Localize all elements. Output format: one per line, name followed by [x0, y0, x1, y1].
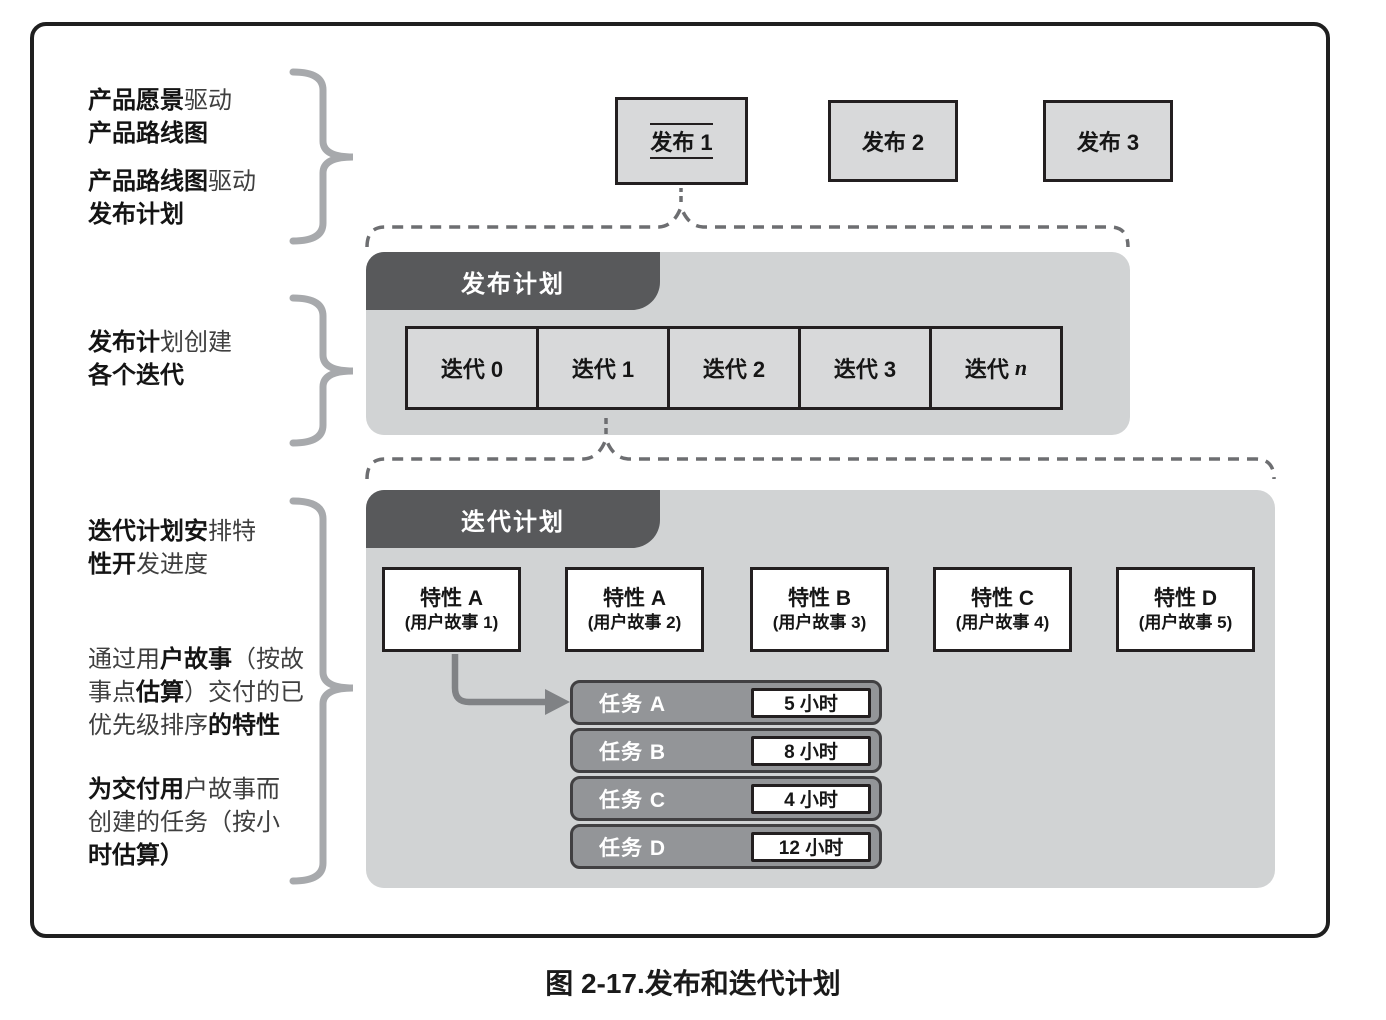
task-hours-box: 8 小时	[751, 735, 871, 766]
feature-box-3: 特性 B (用户故事 3)	[750, 567, 889, 652]
annotation-tasks: 为交付用户故事而 创建的任务（按小 时估算）	[88, 776, 280, 869]
release-box-1: 发布 1	[615, 97, 748, 185]
annotation-release-plan: 发布计划创建 各个迭代	[88, 329, 232, 389]
task-stack: 任务 A 5 小时 任务 B 8 小时 任务 C 4 小时 任务 D 12 小时	[570, 680, 882, 872]
release-label: 发布 1	[650, 130, 713, 155]
release-1-label-slice: 发布 1	[650, 123, 713, 159]
figure-caption: 图 2-17.发布和迭代计划	[545, 968, 841, 999]
feature-box-5: 特性 D (用户故事 5)	[1116, 567, 1255, 652]
feature-box-4: 特性 C (用户故事 4)	[933, 567, 1072, 652]
annotation-product-vision: 产品愿景驱动 产品路线图 产品路线图驱动 发布计划	[88, 84, 256, 246]
task-row-c: 任务 C 4 小时	[570, 776, 882, 821]
annotation-iteration-plan: 迭代计划安排特 性开发进度	[88, 518, 256, 578]
release-box-3: 发布 3	[1043, 100, 1173, 182]
annotation-line-group: 产品愿景驱动 产品路线图	[88, 87, 232, 147]
iteration-cell-1: 迭代 1	[536, 326, 670, 410]
task-row-a: 任务 A 5 小时	[570, 680, 882, 725]
task-hours-box: 12 小时	[751, 831, 871, 862]
release-box-2: 发布 2	[828, 100, 958, 182]
annotation-user-stories: 通过用户故事（按故 事点估算）交付的已 优先级排序的特性	[88, 646, 304, 739]
release-label: 发布 3	[1076, 130, 1140, 155]
task-hours-box: 4 小时	[751, 783, 871, 814]
iteration-cell-3: 迭代 3	[798, 326, 932, 410]
feature-box-1: 特性 A (用户故事 1)	[382, 567, 521, 652]
iteration-plan-tab: 迭代计划	[366, 490, 660, 548]
feature-box-2: 特性 A (用户故事 2)	[565, 567, 704, 652]
task-hours-box: 5 小时	[751, 687, 871, 718]
annotation-line-group: 产品路线图驱动 发布计划	[88, 168, 256, 228]
release-label: 发布 2	[861, 130, 925, 155]
task-row-b: 任务 B 8 小时	[570, 728, 882, 773]
iteration-cell-2: 迭代 2	[667, 326, 801, 410]
release-plan-tab-label: 发布计划	[461, 270, 565, 298]
release-plan-tab: 发布计划	[366, 252, 660, 310]
iteration-plan-tab-label: 迭代计划	[461, 508, 565, 536]
task-row-d: 任务 D 12 小时	[570, 824, 882, 869]
iteration-cell-0: 迭代 0	[405, 326, 539, 410]
